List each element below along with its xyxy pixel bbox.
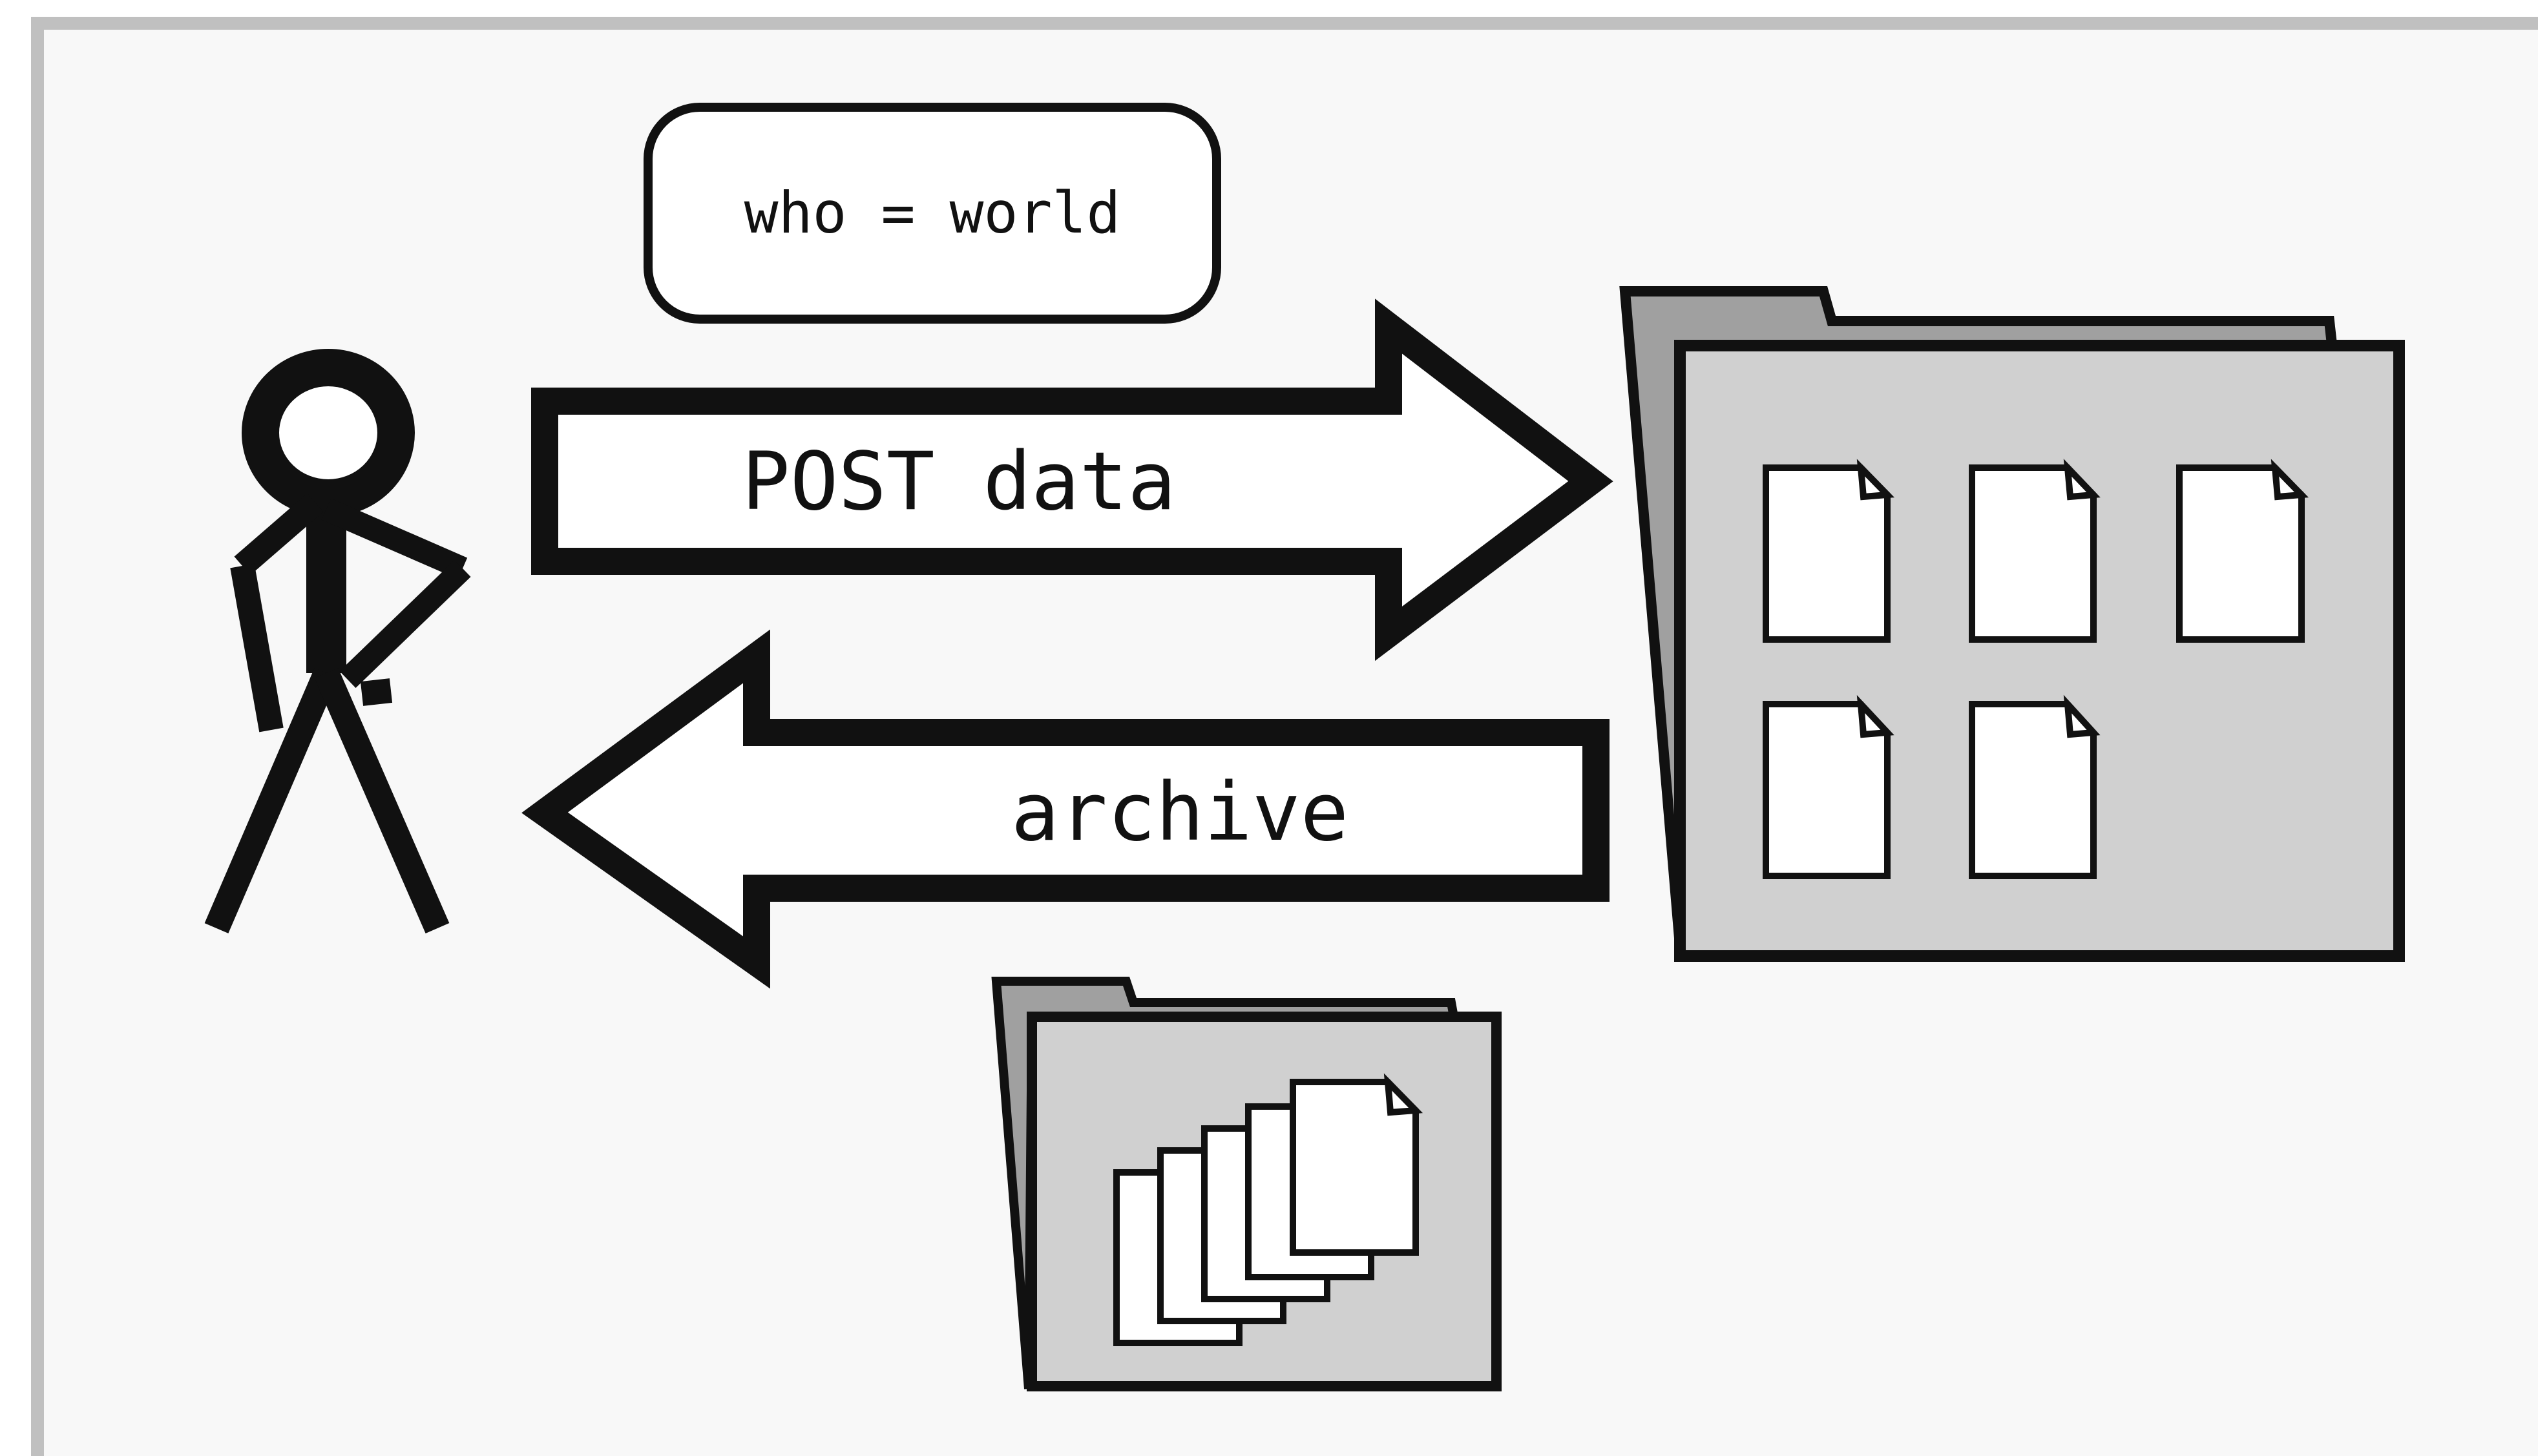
stick-figure-icon: [204, 349, 471, 933]
figure-arm-left: [234, 493, 324, 576]
frame-left: [31, 17, 44, 1456]
callout-box: [644, 103, 1221, 324]
folder-documents: [1763, 459, 2309, 879]
document-icon: [1969, 459, 2101, 643]
figure-wrist-right: [360, 678, 393, 706]
figure-arm-right: [321, 498, 468, 579]
document-icon: [1290, 1073, 1423, 1256]
figure-leg-right: [314, 668, 450, 933]
post-data-arrow: POST data: [531, 298, 1613, 661]
document-icon: [1969, 694, 2101, 879]
figure-forearm-left: [230, 563, 284, 733]
frame-top: [31, 17, 2538, 30]
archive-arrow-shape: [521, 629, 1610, 989]
figure-leg-left: [204, 668, 339, 933]
archive-document-stack: [1113, 1073, 1423, 1346]
document-icon: [1763, 459, 1895, 643]
document-icon: [1763, 695, 1894, 879]
document-icon: [2176, 459, 2309, 643]
figure-head: [242, 349, 415, 517]
archive-arrow-label: archive: [1011, 766, 1349, 859]
archive-arrow: archive: [521, 629, 1610, 989]
folder-icon: [1619, 286, 2405, 962]
callout-text: who = world: [744, 180, 1121, 246]
archive-folder-icon: [991, 977, 1502, 1391]
post-arrow-label: POST data: [742, 435, 1176, 528]
callout-bubble: who = world: [644, 103, 1221, 324]
post-arrow-shape: [531, 298, 1613, 661]
figure-forearm-right: [339, 560, 471, 688]
